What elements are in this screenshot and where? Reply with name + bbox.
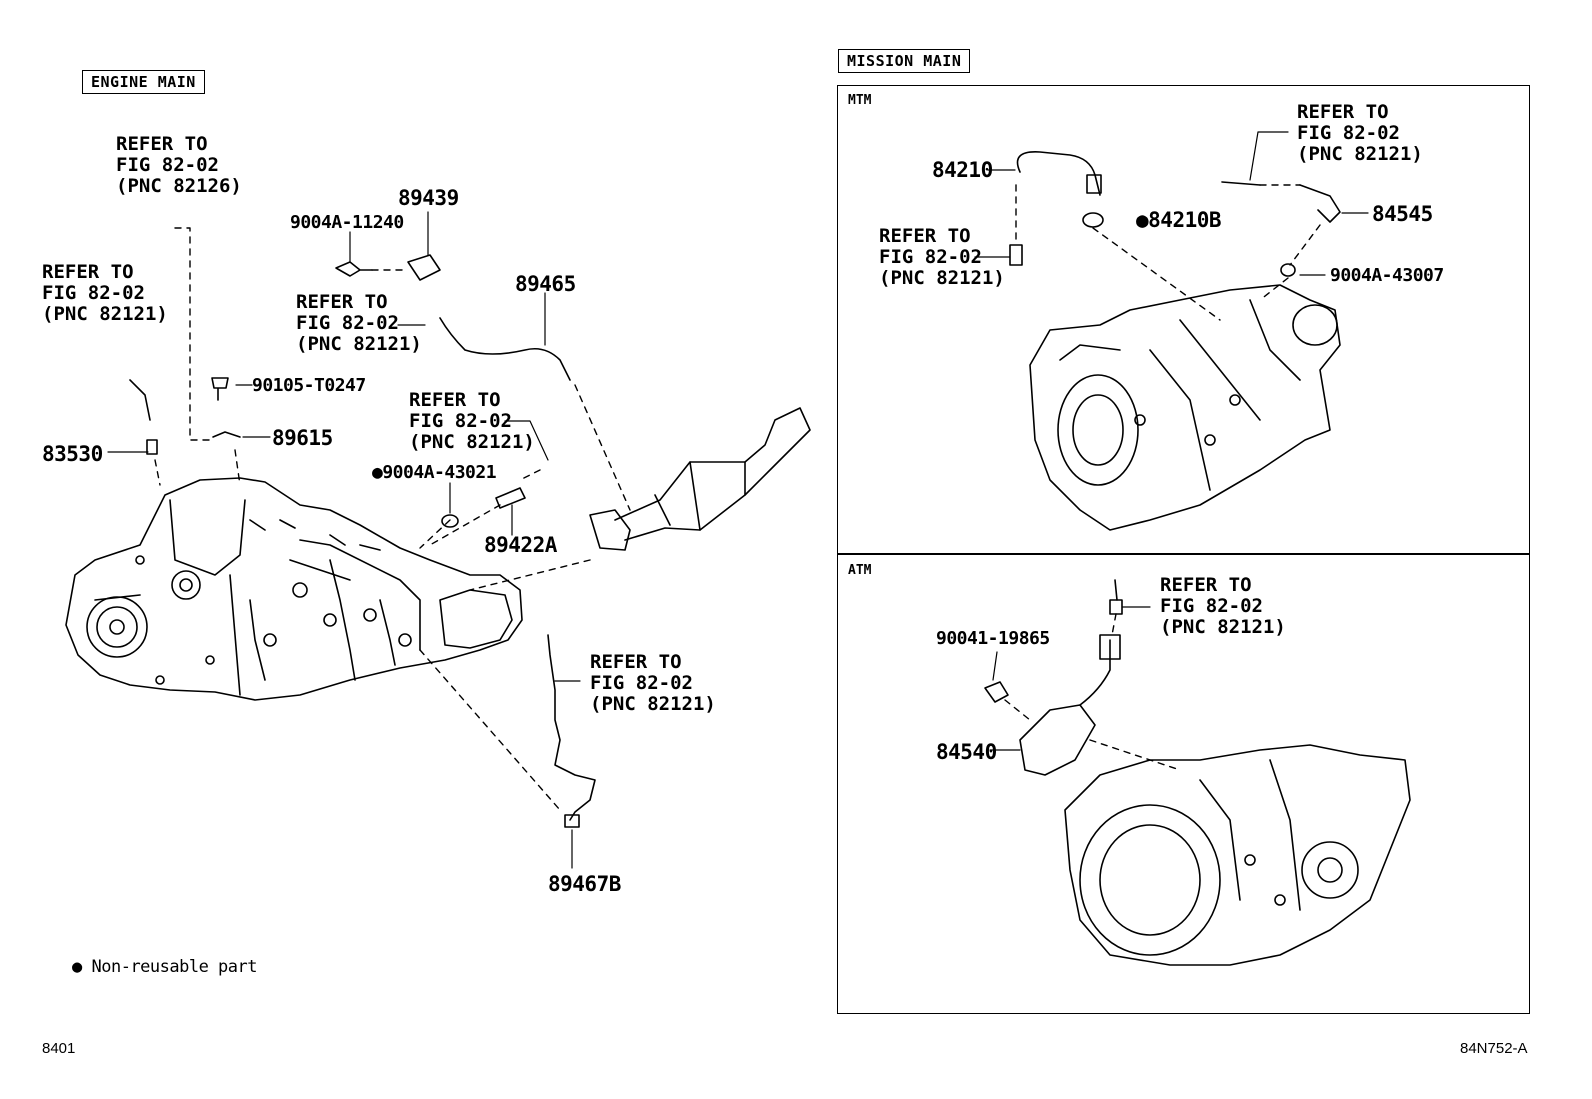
part-89615[interactable]: 89615: [272, 426, 333, 450]
non-reusable-dot-icon: ●: [72, 957, 82, 977]
part-number-text: 84210B: [1148, 208, 1222, 232]
figure-number: 8401: [42, 1040, 76, 1057]
refer-to-label: REFER TO FIG 82-02 (PNC 82126): [116, 133, 242, 197]
part-90041-19865[interactable]: 90041-19865: [936, 628, 1050, 649]
part-90105-t0247[interactable]: 90105-T0247: [252, 375, 366, 396]
exhaust-pipe-drawing: [589, 407, 811, 551]
part-84210b[interactable]: ●84210B: [1136, 208, 1222, 232]
refer-to-label: REFER TO FIG 82-02 (PNC 82121): [409, 389, 535, 453]
mtm-panel: [837, 85, 1530, 555]
refer-to-label: REFER TO FIG 82-02 (PNC 82121): [296, 291, 422, 355]
part-83530[interactable]: 83530: [42, 442, 103, 466]
refer-to-label: REFER TO FIG 82-02 (PNC 82121): [879, 225, 1005, 289]
part-9004a-43007[interactable]: 9004A-43007: [1330, 265, 1444, 286]
part-9004a-11240[interactable]: 9004A-11240: [290, 212, 404, 233]
refer-to-label: REFER TO FIG 82-02 (PNC 82121): [42, 261, 168, 325]
part-9004a-43021[interactable]: ●9004A-43021: [372, 462, 497, 483]
illustration-code: 84N752-A: [1460, 1040, 1528, 1057]
part-89467b[interactable]: 89467B: [548, 872, 621, 896]
part-89439[interactable]: 89439: [398, 186, 459, 210]
legend: ● Non-reusable part: [72, 957, 257, 977]
part-84210[interactable]: 84210: [932, 158, 993, 182]
part-84545[interactable]: 84545: [1372, 202, 1433, 226]
mission-main-label: MISSION MAIN: [838, 49, 971, 73]
engine-main-label: ENGINE MAIN: [82, 70, 205, 94]
mtm-label: MTM: [848, 93, 872, 108]
atm-panel: [837, 553, 1530, 1014]
part-84540[interactable]: 84540: [936, 740, 997, 764]
non-reusable-dot-icon: ●: [372, 462, 383, 483]
non-reusable-dot-icon: ●: [1136, 208, 1149, 232]
refer-to-label: REFER TO FIG 82-02 (PNC 82121): [1297, 101, 1423, 165]
part-number-text: 9004A-43021: [382, 462, 497, 483]
part-89465[interactable]: 89465: [515, 272, 576, 296]
refer-to-label: REFER TO FIG 82-02 (PNC 82121): [590, 651, 716, 715]
atm-transmission-drawing: [1064, 744, 1411, 966]
engine-drawing: [65, 477, 523, 701]
part-89422a[interactable]: 89422A: [484, 533, 557, 557]
refer-to-label: REFER TO FIG 82-02 (PNC 82121): [1160, 574, 1286, 638]
mtm-transmission-drawing: [1029, 284, 1341, 531]
atm-label: ATM: [848, 563, 872, 578]
legend-text: Non-reusable part: [91, 957, 258, 977]
